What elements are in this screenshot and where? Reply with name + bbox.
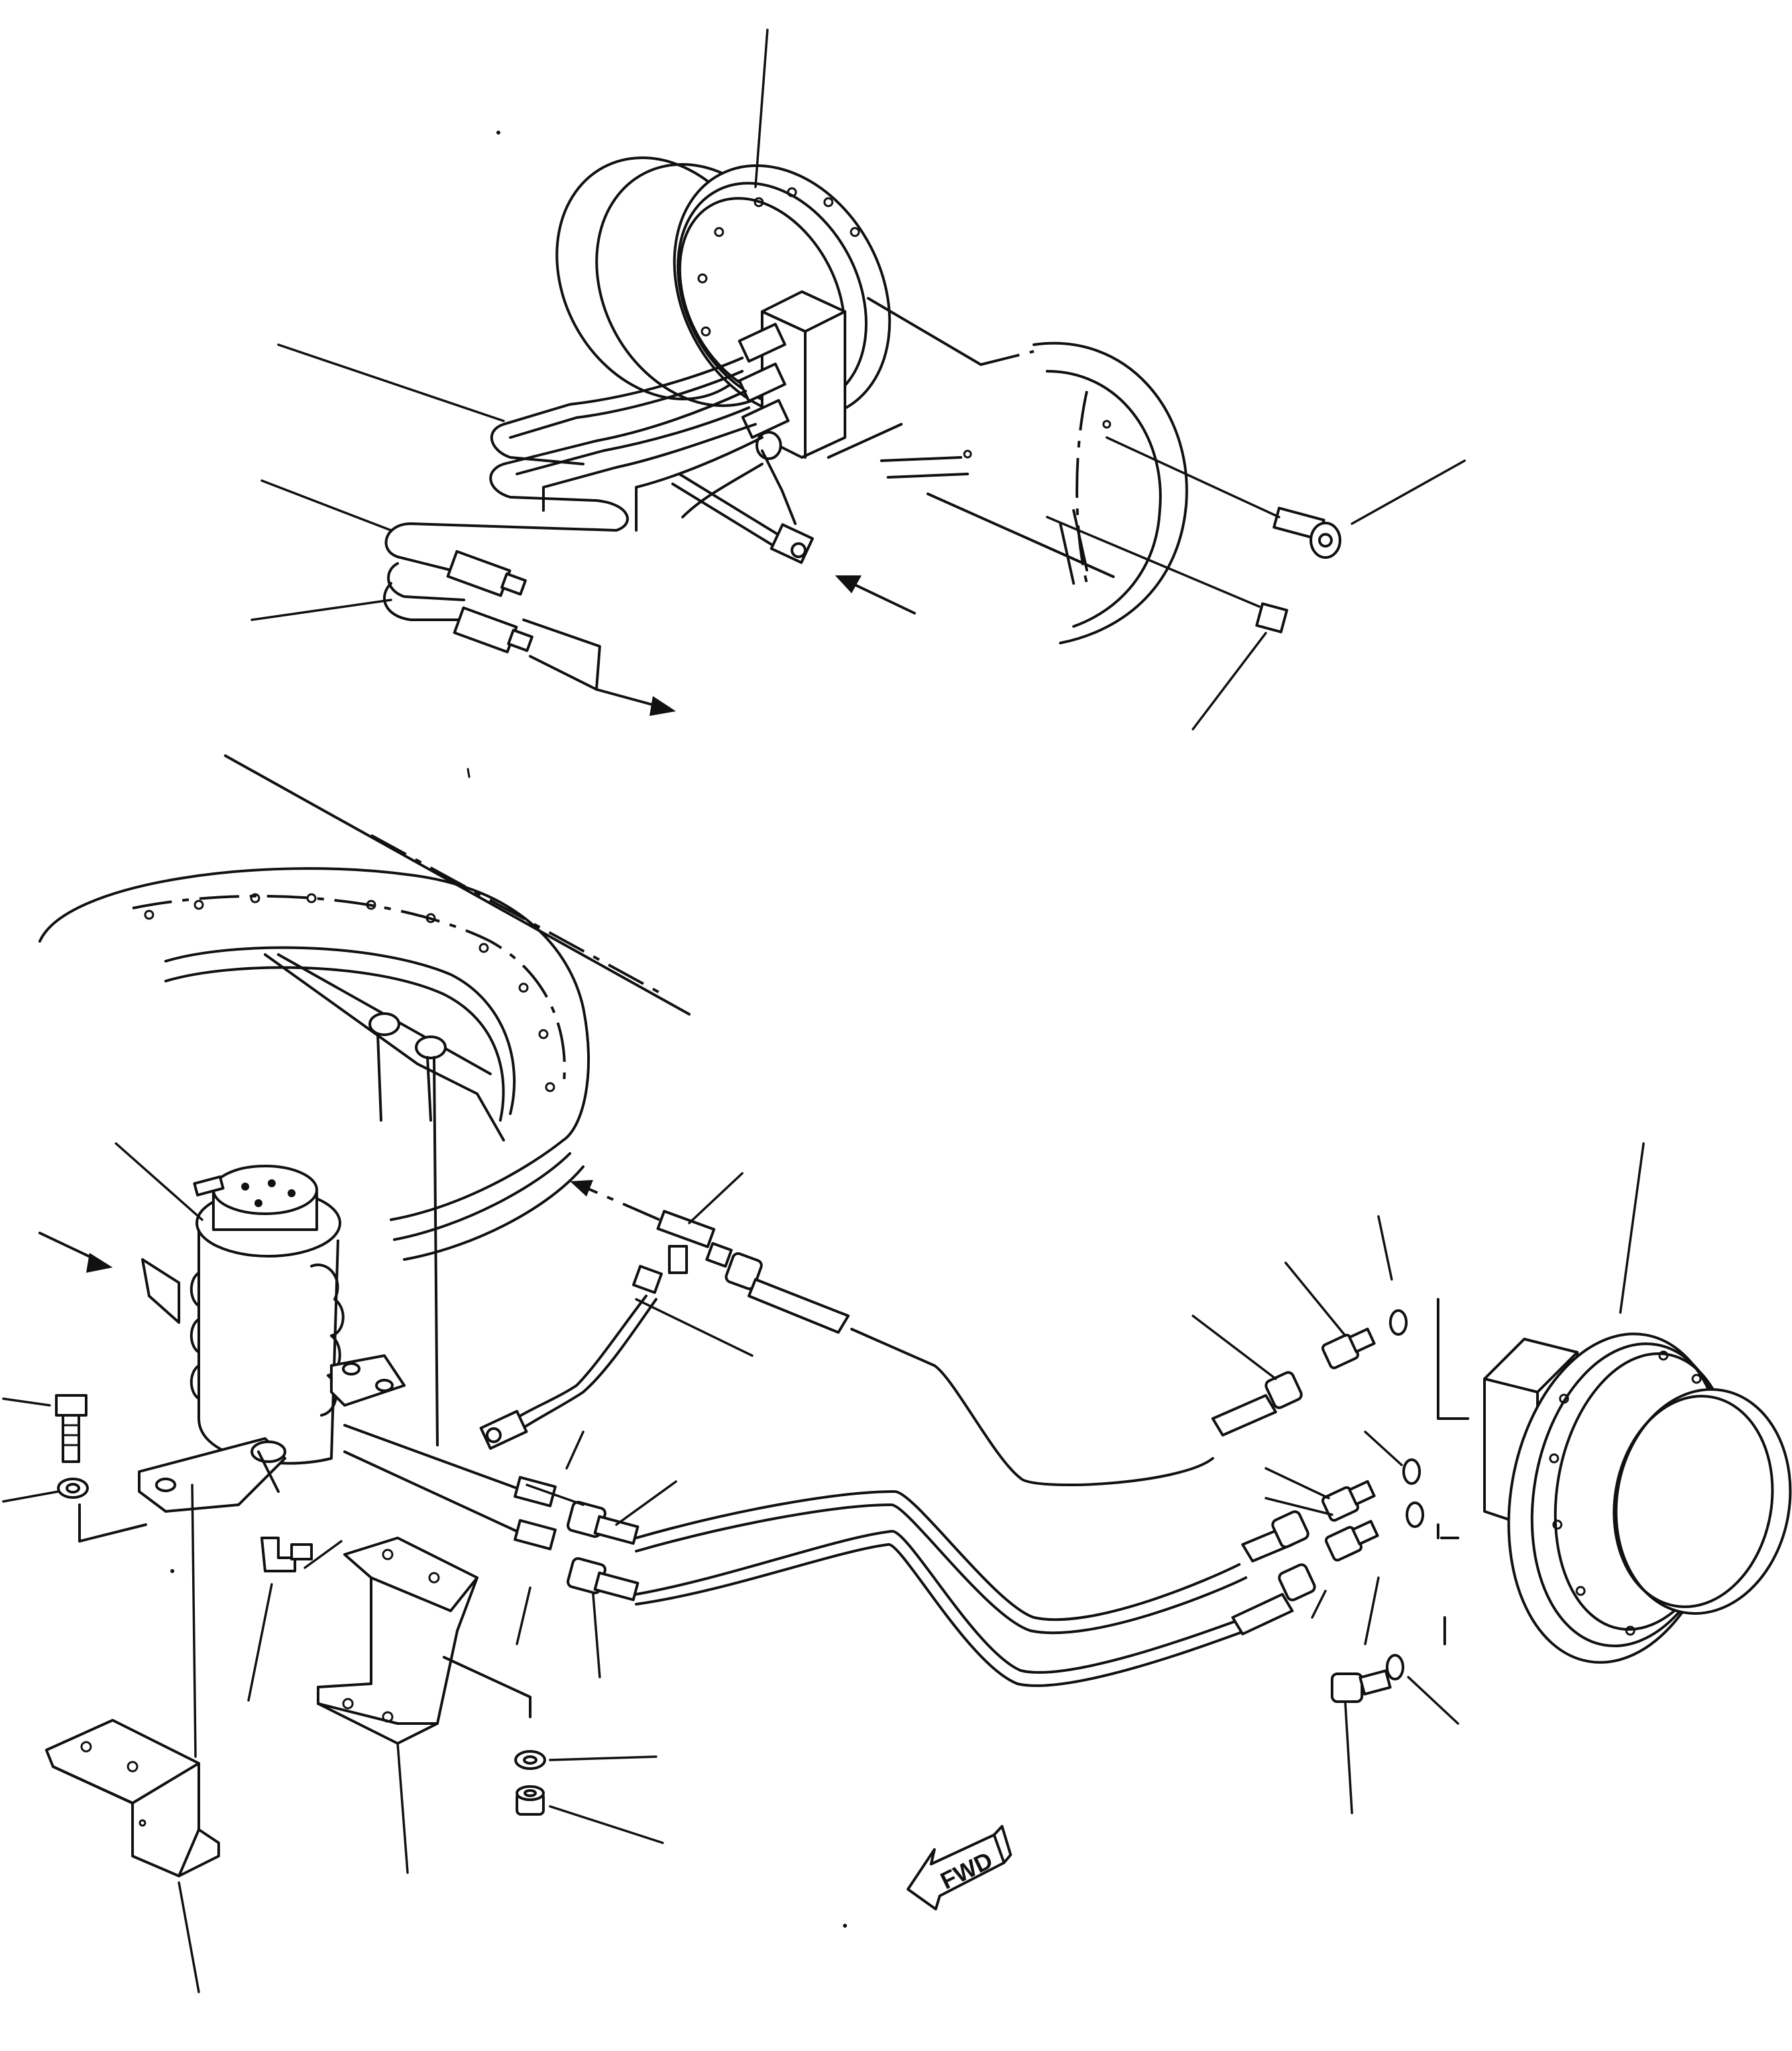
arrow-left-icon bbox=[907, 1834, 1005, 1910]
scan-marks bbox=[170, 131, 847, 1928]
left-bracket bbox=[45, 1719, 220, 1877]
swing-ring bbox=[38, 754, 691, 1446]
ring-bolt-holes bbox=[144, 893, 555, 1092]
swivel-port-fittings bbox=[343, 1424, 640, 1602]
upper-frame-outline bbox=[827, 297, 1188, 644]
upper-hydraulic-pipes bbox=[383, 357, 797, 621]
upper-flow-arrows bbox=[522, 575, 916, 716]
lower-travel-motor bbox=[1437, 1298, 1792, 1664]
flow-arrow-to-ring bbox=[570, 1172, 744, 1224]
swivel-inlet-arrow bbox=[38, 1232, 180, 1324]
swivel-bolt bbox=[55, 1394, 147, 1543]
flange-bolt-holes bbox=[697, 187, 860, 337]
lower-flange-bolt-holes bbox=[1549, 1350, 1702, 1636]
upper-travel-motor bbox=[555, 156, 891, 460]
center-swivel-joint bbox=[138, 1165, 406, 1513]
tee-fitting-and-hose bbox=[479, 1210, 850, 1450]
lower-motor-fittings bbox=[1211, 1327, 1379, 1635]
elbow-fitting bbox=[260, 1537, 313, 1572]
center-bracket bbox=[317, 1537, 532, 1745]
lower-hydraulic-pipes bbox=[635, 1328, 1247, 1687]
lower-leader-lines bbox=[2, 1142, 1645, 1993]
upper-left-fittings bbox=[446, 523, 814, 654]
o-rings bbox=[1386, 1309, 1424, 1680]
washer-and-nut bbox=[514, 1750, 546, 1816]
fwd-direction-indicator: FWD bbox=[907, 1825, 1012, 1910]
upper-plug bbox=[1046, 516, 1288, 634]
upper-bolt bbox=[1105, 436, 1341, 559]
lower-bolt bbox=[1331, 1669, 1392, 1703]
upper-leader-lines bbox=[251, 29, 1466, 731]
